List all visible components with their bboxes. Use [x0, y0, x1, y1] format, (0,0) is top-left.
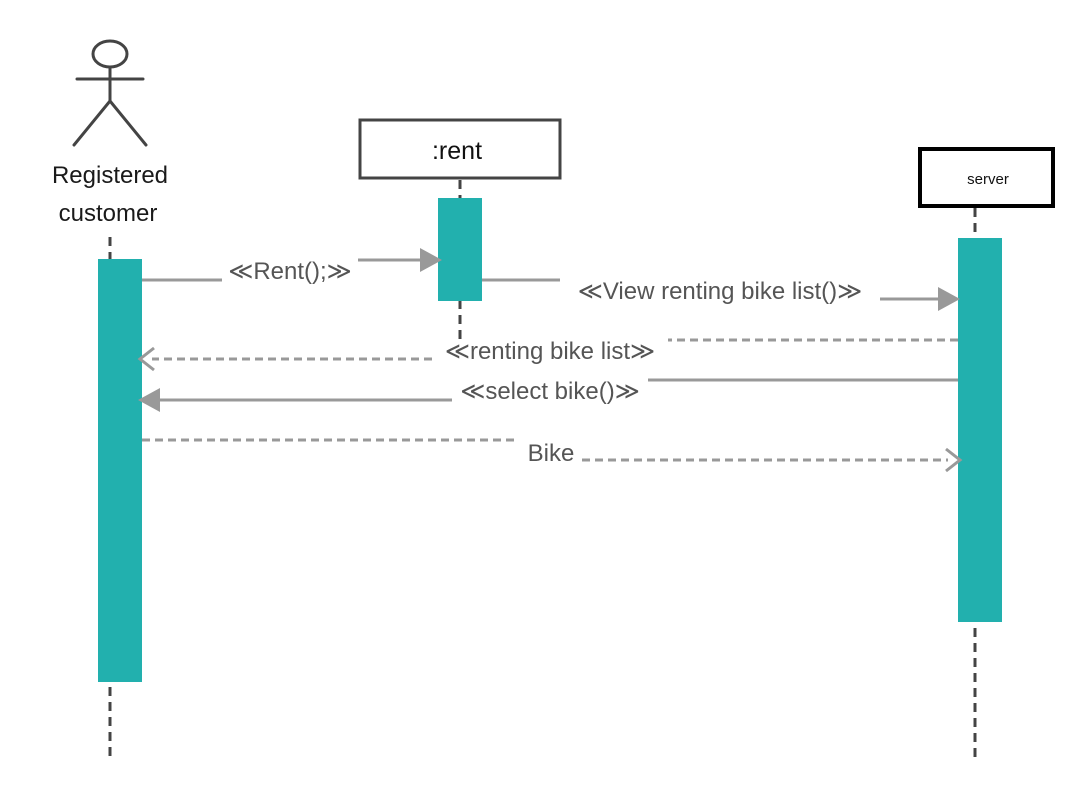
- message-view-renting-bike-list: ≪View renting bike list()≫: [482, 278, 960, 311]
- rent-activation-bar: [438, 198, 482, 301]
- message-select-bike-label: ≪select bike()≫: [460, 378, 640, 405]
- message-bike: Bike: [142, 438, 963, 473]
- actor-figure-icon: [72, 39, 148, 147]
- message-rent-label: ≪Rent();≫: [228, 258, 352, 285]
- server-participant-label: server: [967, 171, 1009, 188]
- message-renting-bike-list-label: ≪renting bike list≫: [445, 338, 655, 365]
- customer-label-line1: Registered: [52, 162, 168, 189]
- customer-activation-bar: [98, 259, 142, 682]
- rent-participant-label: :rent: [432, 137, 482, 165]
- message-bike-label: Bike: [528, 440, 575, 467]
- rent-participant-box: [358, 118, 562, 180]
- server-participant-box: [918, 147, 1055, 208]
- customer-label-line2: customer: [59, 200, 158, 227]
- server-activation-bar: [958, 238, 1002, 622]
- message-renting-bike-list: ≪renting bike list≫: [137, 338, 958, 372]
- message-select-bike: ≪select bike()≫: [138, 378, 958, 412]
- message-view-renting-bike-list-label: ≪View renting bike list()≫: [578, 278, 863, 305]
- message-rent: ≪Rent();≫: [142, 248, 442, 285]
